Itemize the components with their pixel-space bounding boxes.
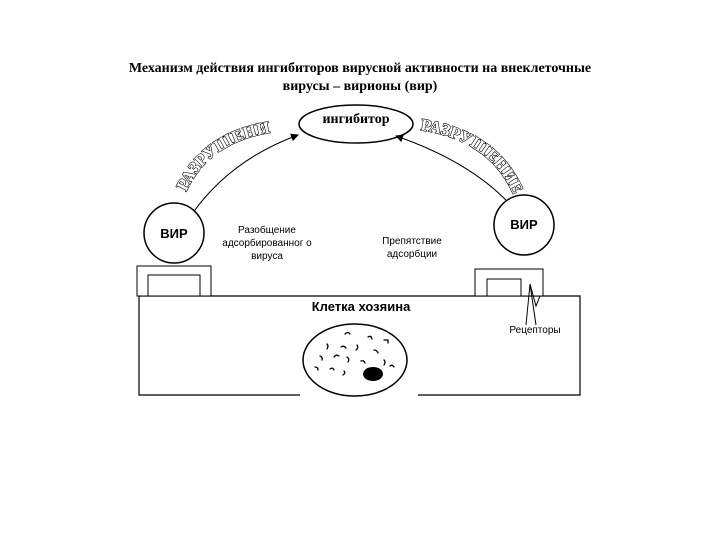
separation-text: Разобщение адсорбированног о вируса: [222, 225, 312, 262]
destruction-left-text: РАЗРУШЕНИЕ: [0, 0, 271, 194]
left-arrow: [191, 133, 299, 215]
virus-right-label: ВИР: [510, 217, 538, 232]
receptors-label: Рецепторы: [509, 325, 561, 336]
nucleolus: [363, 367, 383, 381]
nucleus-granules: [314, 331, 395, 376]
inhibitor-ellipse: [298, 104, 414, 144]
host-cell-outline: [138, 295, 581, 396]
virus-left-label: ВИР: [160, 226, 188, 241]
receptor-pointers: [525, 283, 541, 326]
obstacle-text: Препятствие адсорбции: [382, 236, 442, 260]
left-receptor-inner: [147, 274, 201, 297]
host-cell-label: Клетка хозяина: [311, 299, 411, 314]
virus-right-circle: [493, 194, 555, 256]
cell-nucleus: [302, 323, 408, 397]
diagram-title: Механизм действия ингибиторов вирусной а…: [128, 61, 592, 94]
destruction-right-text: РАЗРУШЕНИЕ: [419, 115, 527, 196]
virus-left-circle: [143, 202, 205, 264]
right-receptor-inner: [486, 278, 522, 297]
inhibitor-label: ингибитор: [322, 112, 390, 127]
